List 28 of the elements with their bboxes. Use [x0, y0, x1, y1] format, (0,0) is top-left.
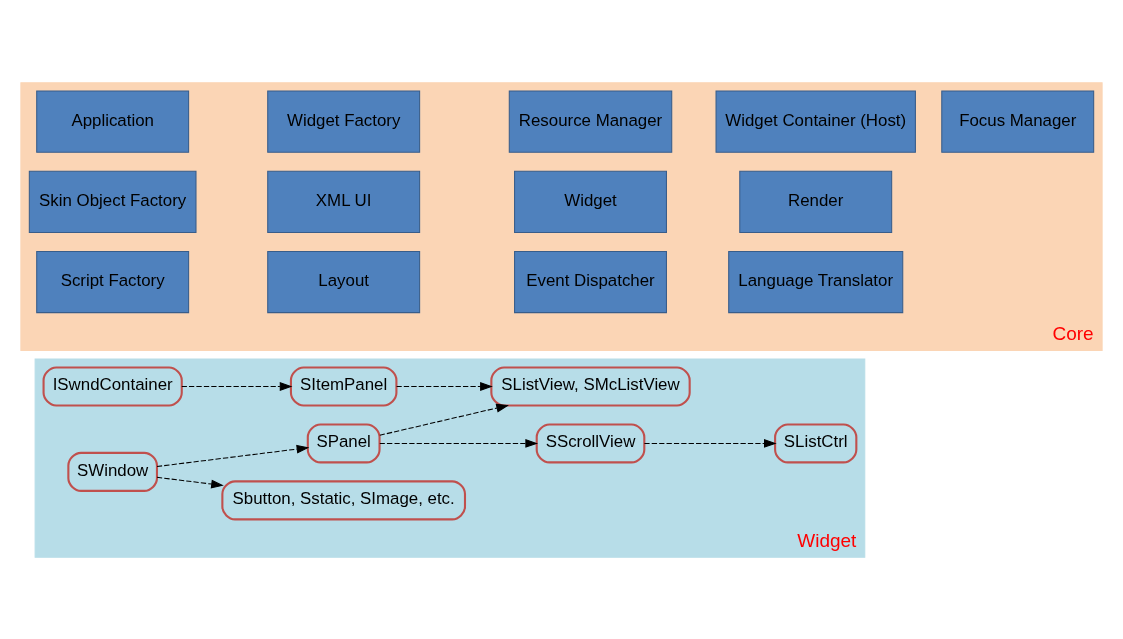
arrow — [643, 438, 777, 448]
arrow — [396, 381, 493, 391]
node-box: Widget Factory — [267, 90, 421, 153]
node-box: Focus Manager — [941, 90, 1095, 153]
node-box: SScrollView — [535, 422, 646, 463]
node-box: Script Factory — [36, 250, 190, 313]
node-box: Event Dispatcher — [514, 250, 667, 313]
arrow — [181, 381, 293, 391]
node-box: XML UI — [267, 170, 421, 233]
node-box: SListCtrl — [774, 422, 858, 463]
node-box: ISwndContainer — [42, 365, 183, 406]
node-box: SListView, SMcListView — [490, 365, 691, 406]
arrow — [156, 476, 224, 488]
node-box: SItemPanel — [289, 365, 398, 406]
node-box: SPanel — [306, 422, 381, 463]
node-box: Widget — [514, 170, 667, 233]
node-box: Resource Manager — [508, 90, 673, 153]
arrow — [379, 403, 509, 436]
node-box: Language Translator — [728, 250, 904, 313]
node-box: Layout — [267, 250, 421, 313]
node-box: Sbutton, Sstatic, SImage, etc. — [221, 479, 467, 520]
node-box: Skin Object Factory — [28, 170, 197, 233]
node-box: Widget Container (Host) — [715, 90, 916, 153]
arrow — [156, 444, 310, 467]
node-box: Render — [739, 170, 893, 233]
node-box: SWindow — [67, 451, 158, 492]
node-box: Application — [36, 90, 190, 153]
arrow — [379, 438, 539, 448]
